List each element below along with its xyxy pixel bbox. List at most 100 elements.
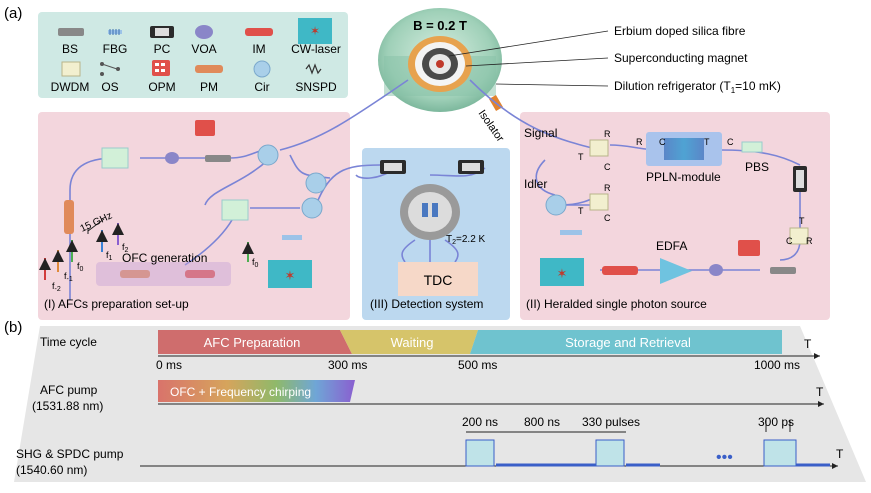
edfa-label: EDFA [656,239,687,253]
pbs-icon [741,141,763,153]
laser-star-icon: ✶ [285,268,296,283]
pulse-trains [465,439,797,467]
temp-main: T [446,234,452,245]
tick-label: 300 ms [328,358,367,372]
svg-text:✶: ✶ [310,24,320,38]
freq-main: f [77,261,80,271]
ellipsis-dots: ••• [716,449,733,466]
shg-spdc-pump-label: SHG & SPDC pump [16,447,124,461]
freq-label: f-2 [52,281,61,293]
freq-sub: 2 [125,247,129,254]
optical-switch-icon [101,147,129,169]
detector-temperature: T2=2.2 K [446,234,486,246]
port-label: R [604,129,611,139]
freq-main: f [106,250,109,260]
pulse-train [465,439,495,467]
freq-sub: 0 [255,262,259,269]
freq-label: f-1 [64,271,73,283]
freq-label: f1 [106,250,113,262]
optical-switch-icon [221,199,249,221]
optical-switch-icon [100,62,120,76]
intensity-modulator-icon [185,270,215,278]
freq-sub: 0 [80,266,84,273]
afc-pump-label: AFC pump [40,383,98,397]
variable-optical-attenuator-icon [709,264,723,276]
port-label: T [799,216,805,226]
time-cycle-label: Time cycle [40,335,97,349]
afc-components: ✶ [64,120,327,288]
callout-dr-sub: 1 [731,86,736,95]
magnetic-field-label: B = 0.2 T [413,18,467,33]
callout-dilution-refrigerator: Dilution refrigerator (T1=10 mK) [614,79,781,95]
phase-bar-waiting [340,330,478,354]
axis-t-label: T [816,385,824,399]
phase-label: AFC Preparation [204,335,301,350]
legend-label: VOA [191,42,216,56]
afc-pump-bar [158,380,355,402]
frequency-labels: f-2 f-1 f0 f1 f2 f0 [52,242,259,293]
cw-laser-icon [540,258,584,286]
detection-components: TDC T2=2.2 K [380,160,486,296]
legend-label: PC [154,42,171,56]
tick-label: 500 ms [458,358,497,372]
pulse-labels: 200 ns 800 ns 330 pulses 300 ps T [462,415,844,461]
freq-label: f0 [252,257,259,269]
cryostat: B = 0.2 T [378,8,502,112]
legend-label: OS [101,80,118,94]
pulse-dimension-arrows [466,420,791,433]
optical-power-meter-icon [738,240,760,256]
tick-labels: 0 ms 300 ms 500 ms 1000 ms T [156,337,812,372]
detection-box-title: (III) Detection system [370,297,483,311]
phase-modulator-icon [120,270,150,278]
temp-tail: =2.2 K [456,234,486,245]
axis-t-label: T [836,447,844,461]
freq-label: f2 [122,242,129,254]
circulator-icon [305,172,327,194]
optical-power-meter-icon [152,60,170,76]
fiber-bragg-grating-icon [108,29,122,35]
tick-label: 0 ms [156,358,182,372]
dwdm-icon [61,61,81,77]
freq-main: f [52,281,55,291]
circulator-icon [253,60,271,78]
snspd-icon [305,63,322,75]
variable-optical-attenuator-icon [165,152,179,164]
optical-power-meter-icon [195,120,215,136]
port-label: R [806,236,813,246]
phase-bar-storage [470,330,782,354]
callout-erbium-fibre: Erbium doped silica fibre [614,24,746,38]
fiber-bragg-grating-icon [560,230,582,235]
afc-pump-bar-label: OFC + Frequency chirping [170,385,311,399]
panel-label-a: (a) [4,5,22,22]
beam-splitter-icon [205,155,231,162]
legend-label: SNSPD [295,80,337,94]
signal-label: Signal [524,126,557,140]
freq-main: f [64,271,67,281]
port-labels: T R C T R C R C T C T C R [578,129,813,246]
isolator: Isolator [476,94,506,145]
edfa-icon [660,258,692,284]
callout-superconducting-magnet: Superconducting magnet [614,51,748,65]
phase-label: Waiting [391,335,434,350]
phase-modulator-icon [195,65,223,73]
legend-labels: BS FBG PC VOA IM CW-laser DWDM OS OPM PM… [51,42,341,94]
legend-label: FBG [103,42,128,56]
port-label: C [659,137,666,147]
freq-sub: -1 [67,276,73,283]
circulator-icon [545,194,567,216]
freq-sub: -2 [55,286,61,293]
cryostat-callouts: Erbium doped silica fibre Superconductin… [448,24,781,95]
heralded-source-box [520,112,830,320]
temp-sub: 2 [452,239,456,246]
legend-label: Cir [254,80,269,94]
tdc-label: TDC [424,272,453,288]
polarization-controller-icon [150,26,174,38]
freq-sub: 1 [109,255,113,262]
circulator-icon [301,197,323,219]
pulse-label: 330 pulses [582,415,640,429]
ofc-generation-label: OFC generation [122,251,207,265]
legend-label: CW-laser [291,42,341,56]
dwdm-icon [789,227,809,245]
phase-modulator-icon [64,200,74,234]
